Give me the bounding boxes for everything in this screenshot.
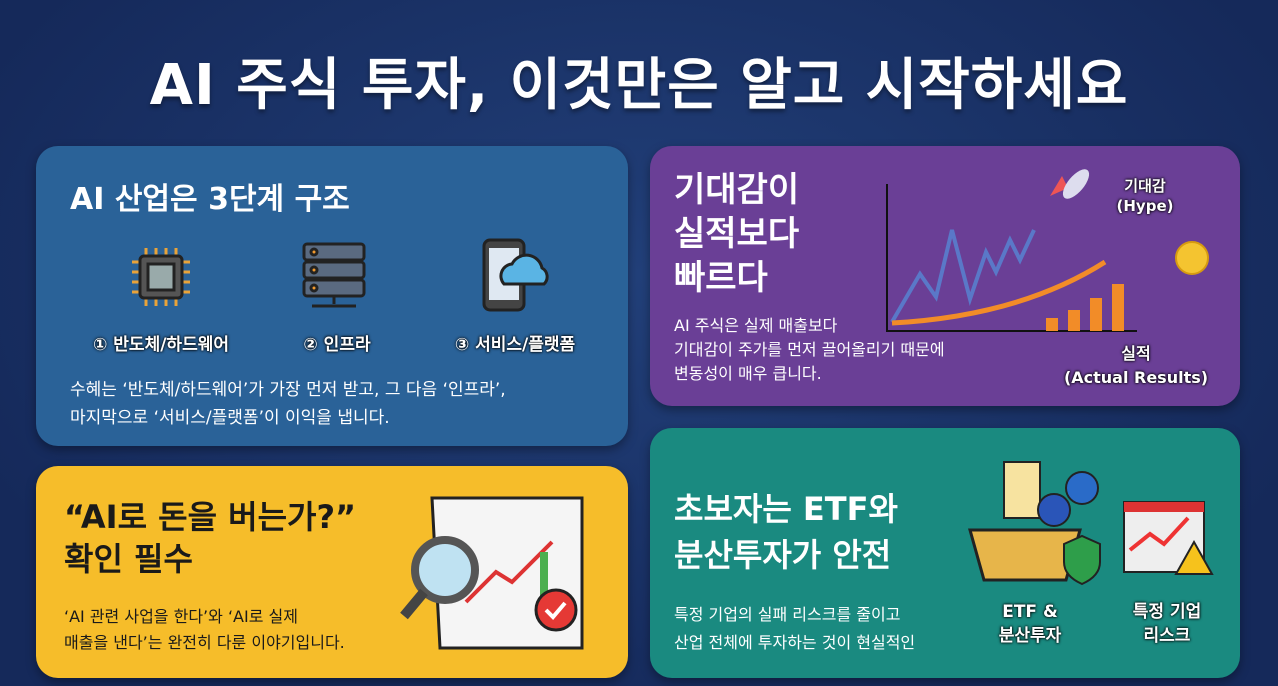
results-bar: [1046, 318, 1058, 331]
coin-icon: [1175, 241, 1209, 275]
hype-label: 기대감 (Hype): [1095, 176, 1195, 216]
broken-chart-warning-icon: [1123, 501, 1214, 575]
results-label: 실적 (Actual Results): [1056, 342, 1216, 390]
stage-label: ③ 서비스/플랫폼: [454, 335, 576, 355]
heading-line: 분산투자가 안전: [674, 536, 892, 574]
industry-structure-card: AI 산업은 3단계 구조 ① 반도체/하드웨어 ② 인프라 ③ 서비스/플랫폼…: [36, 146, 628, 446]
results-bar: [1090, 298, 1102, 331]
body-line: 마지막으로 ‘서비스/플랫폼’이 이익을 냅니다.: [70, 408, 390, 428]
basket-icon: [968, 461, 1101, 586]
results-curve: [891, 259, 1107, 326]
rocket-icon: [1062, 169, 1090, 199]
rocket-icon: [1050, 176, 1068, 196]
label-line: 리스크: [1143, 626, 1191, 646]
card-heading: “AI로 돈을 버는가?” 확인 필수: [64, 496, 356, 580]
heading-line: “AI로 돈을 버는가?”: [64, 498, 357, 536]
label-line: 특정 기업: [1132, 602, 1202, 622]
hype-vs-results-graphic: [886, 169, 1209, 332]
label-line: 실적: [1121, 344, 1151, 363]
revenue-check-card: “AI로 돈을 버는가?” 확인 필수 ‘AI 관련 사업을 한다’와 ‘AI로 …: [36, 466, 628, 678]
stage-label: ① 반도체/하드웨어: [92, 335, 229, 355]
body-line: 산업 전체에 투자하는 것이 현실적인: [674, 633, 916, 652]
body-line: 변동성이 매우 큽니다.: [674, 364, 822, 383]
body-line: AI 주식은 실제 매출보다: [674, 316, 838, 335]
hype-line: [890, 229, 1036, 324]
results-bar: [1112, 284, 1124, 331]
server-icon: [302, 242, 366, 308]
card-heading: AI 산업은 3단계 구조: [70, 182, 350, 217]
body-line: 매출을 낸다’는 완전히 다룬 이야기입니다.: [64, 633, 345, 652]
label-line: (Actual Results): [1063, 368, 1209, 387]
label-line: 기대감: [1124, 177, 1166, 195]
heading-line: 실적보다: [674, 214, 800, 254]
chip-icon: [132, 248, 190, 306]
heading-line: 확인 필수: [64, 540, 193, 578]
body-line: 수혜는 ‘반도체/하드웨어’가 가장 먼저 받고, 그 다음 ‘인프라’,: [70, 380, 506, 400]
body-line: 기대감이 주가를 먼저 끌어올리기 때문에: [674, 340, 945, 359]
results-bar: [1068, 310, 1080, 331]
label-line: 분산투자: [998, 626, 1062, 646]
stage-label: ② 인프라: [303, 335, 371, 355]
card-body: 수혜는 ‘반도체/하드웨어’가 가장 먼저 받고, 그 다음 ‘인프라’, 마지막…: [70, 376, 506, 432]
label-line: ETF &: [1002, 602, 1058, 622]
heading-line: 기대감이: [674, 170, 800, 210]
magnifier-report-icon: [400, 496, 584, 650]
etf-label: ETF & 분산투자: [980, 600, 1080, 648]
phone-cloud-icon: [482, 238, 549, 312]
page-title: AI 주식 투자, 이것만은 알고 시작하세요: [149, 53, 1129, 118]
heading-line: 초보자는 ETF와: [674, 490, 898, 528]
body-line: 특정 기업의 실패 리스크를 줄이고: [674, 605, 901, 624]
body-line: ‘AI 관련 사업을 한다’와 ‘AI로 실제: [64, 607, 298, 626]
label-line: (Hype): [1116, 197, 1174, 215]
heading-line: 빠르다: [674, 258, 768, 298]
